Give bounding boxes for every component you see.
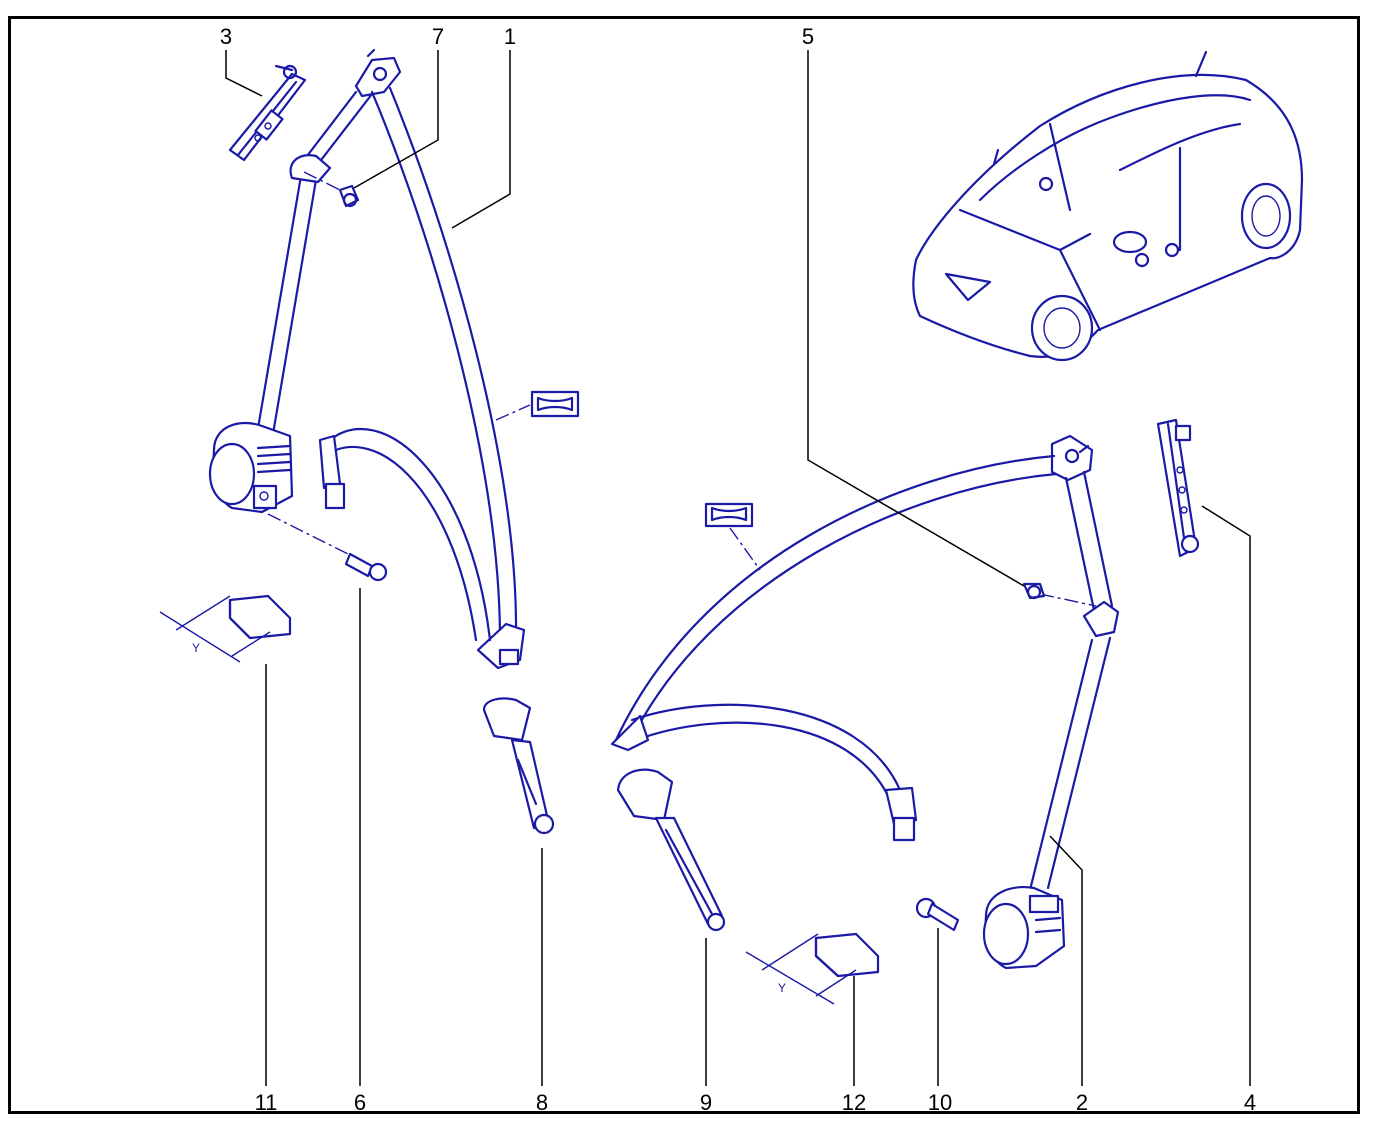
callout-2: 2 [1076, 1090, 1088, 1115]
callout-4: 4 [1244, 1090, 1256, 1115]
height-adjuster-right-icon [1156, 418, 1200, 558]
callout-1: 1 [504, 24, 516, 49]
protection-pad-right-icon: Y [745, 932, 880, 1005]
callout-3: 3 [220, 24, 232, 49]
buckle-left-icon [482, 697, 555, 835]
callout-11: 11 [255, 1090, 278, 1115]
tape-label-right-icon [704, 502, 754, 528]
protection-pad-left-icon: Y [159, 594, 292, 663]
callout-8: 8 [536, 1090, 548, 1115]
callout-5: 5 [802, 24, 814, 49]
guide-bolt-right-icon [1022, 582, 1097, 607]
dimension-y-left: Y [192, 641, 200, 655]
retractor-bolt-left-icon [267, 513, 388, 582]
tape-label-left-icon [530, 390, 580, 418]
callout-7: 7 [432, 24, 444, 49]
front-belt-left-icon [208, 48, 531, 670]
callout-6: 6 [354, 1090, 366, 1115]
callout-9: 9 [700, 1090, 712, 1115]
front-belt-right-icon [610, 434, 1120, 970]
dimension-y-right: Y [778, 981, 786, 995]
callout-10: 10 [928, 1090, 952, 1115]
buckle-right-icon [616, 768, 726, 932]
callout-12: 12 [842, 1090, 866, 1115]
guide-bolt-icon [303, 171, 360, 208]
height-adjuster-left-icon [228, 64, 307, 162]
car-overview-icon [912, 50, 1304, 362]
retractor-bolt-right-icon [915, 897, 960, 932]
leader-lines [225, 50, 1251, 1086]
